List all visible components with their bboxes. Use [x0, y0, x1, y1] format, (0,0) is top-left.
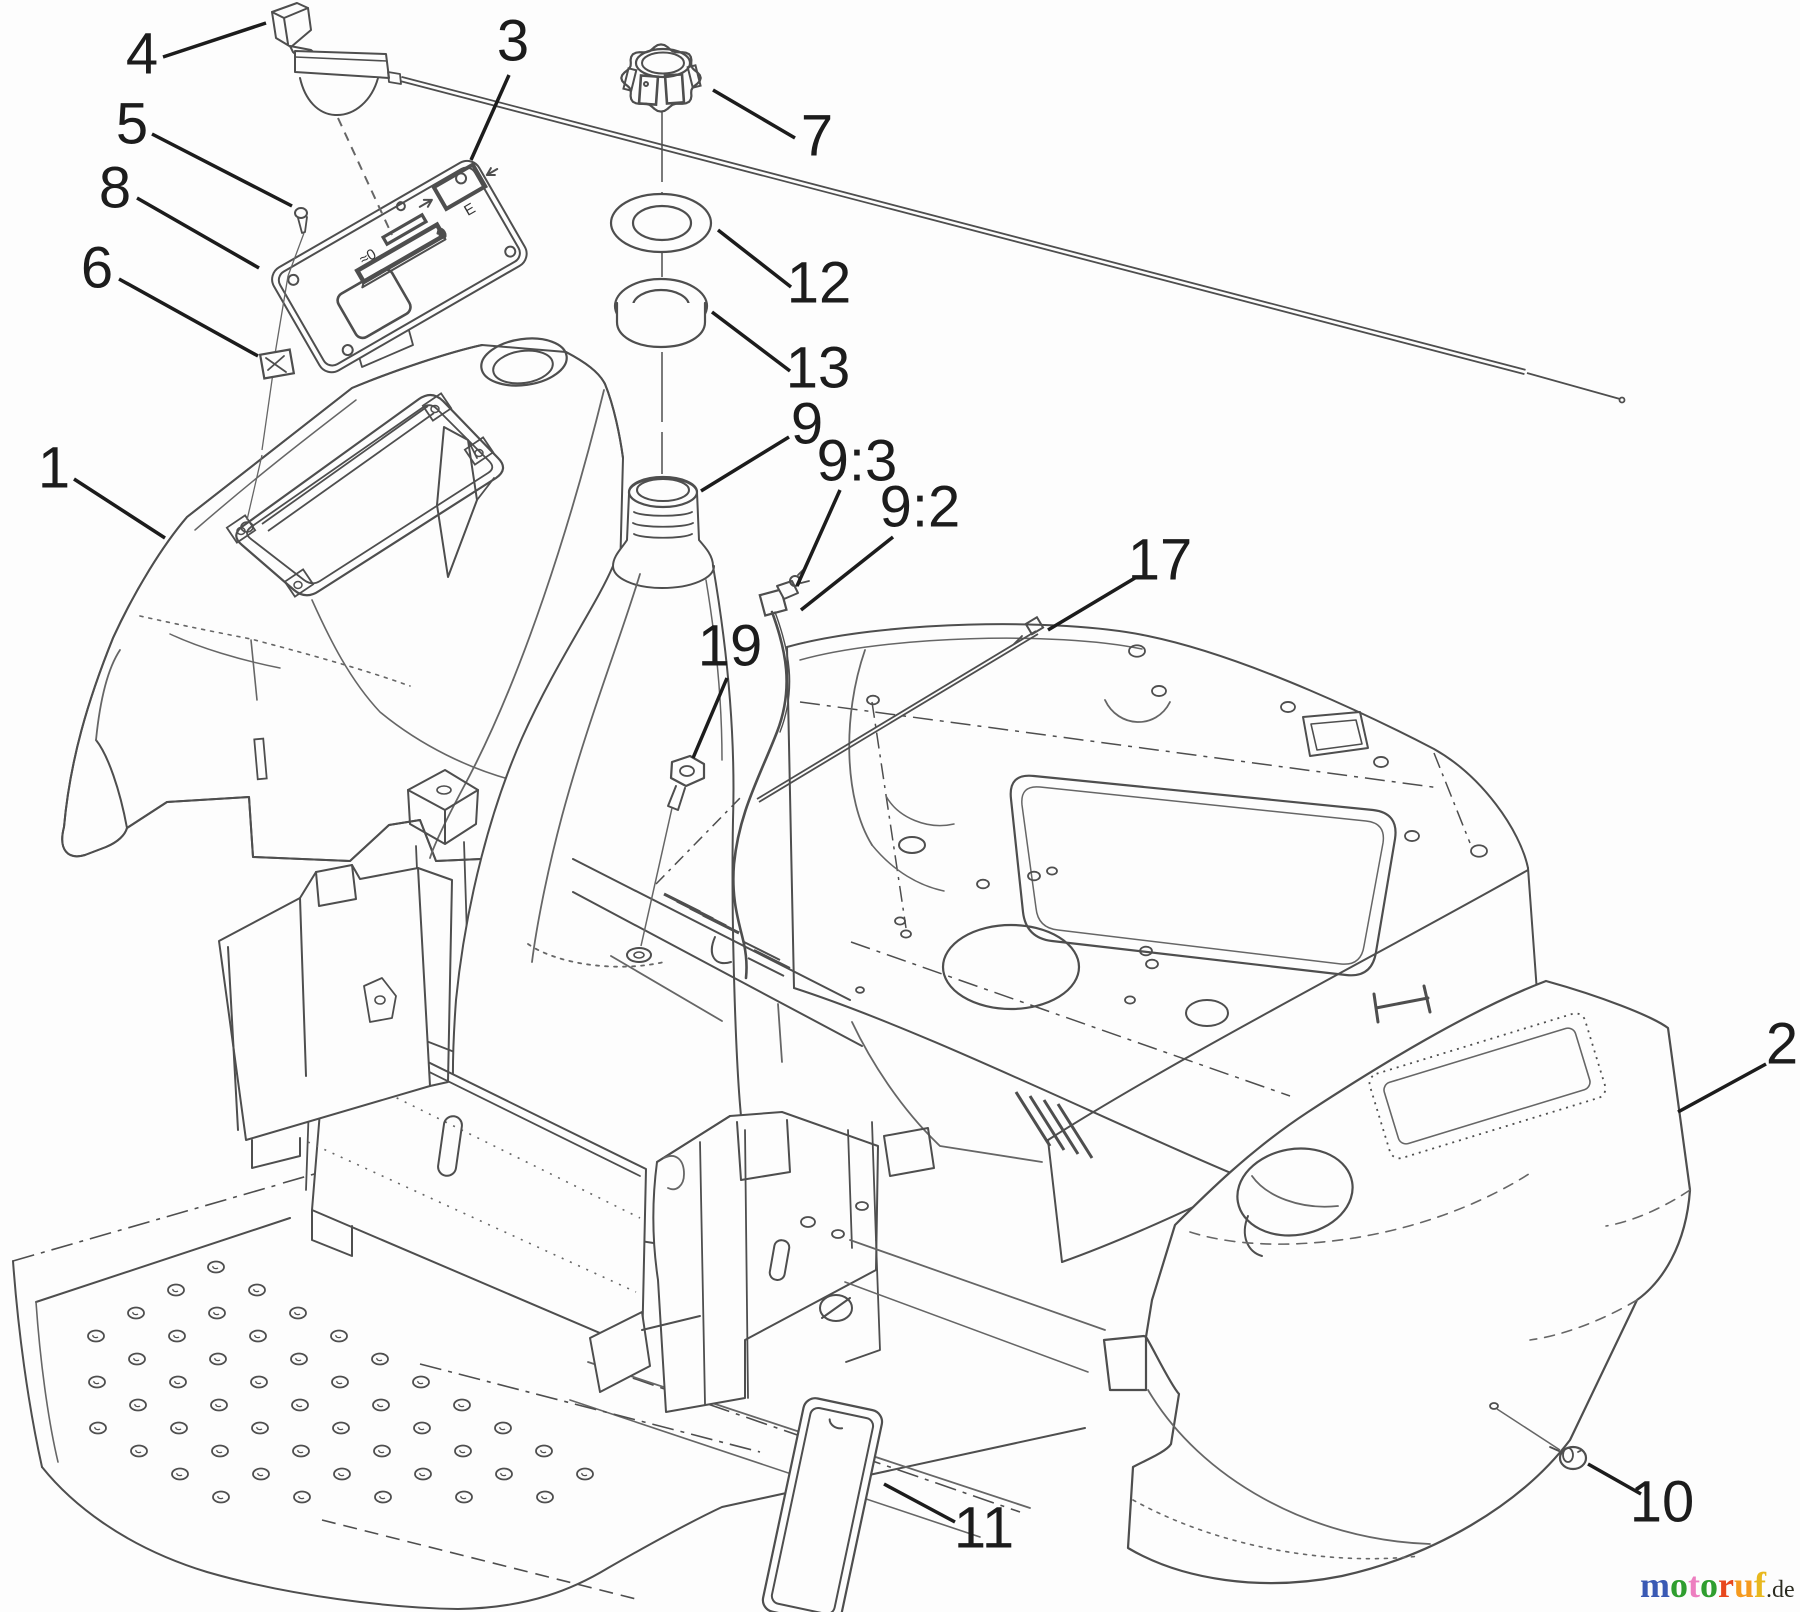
svg-text:3: 3: [497, 8, 529, 73]
svg-text:9: 9: [791, 391, 823, 456]
svg-text:5: 5: [116, 91, 148, 156]
svg-text:1: 1: [38, 435, 70, 500]
svg-text:6: 6: [81, 235, 113, 300]
svg-text:17: 17: [1128, 527, 1193, 592]
svg-text:9:3: 9:3: [817, 428, 898, 493]
svg-text:12: 12: [787, 250, 852, 315]
svg-text:2: 2: [1766, 1011, 1798, 1076]
svg-text:motoruf.de: motoruf.de: [1640, 1565, 1795, 1605]
svg-text:19: 19: [698, 613, 763, 678]
svg-text:10: 10: [1630, 1469, 1695, 1534]
svg-text:11: 11: [954, 1495, 1014, 1560]
svg-text:7: 7: [801, 103, 833, 168]
svg-text:13: 13: [786, 335, 851, 400]
svg-text:≈0: ≈0: [356, 246, 379, 269]
svg-text:4: 4: [126, 21, 158, 86]
svg-text:9:2: 9:2: [880, 474, 961, 539]
svg-text:8: 8: [99, 155, 131, 220]
